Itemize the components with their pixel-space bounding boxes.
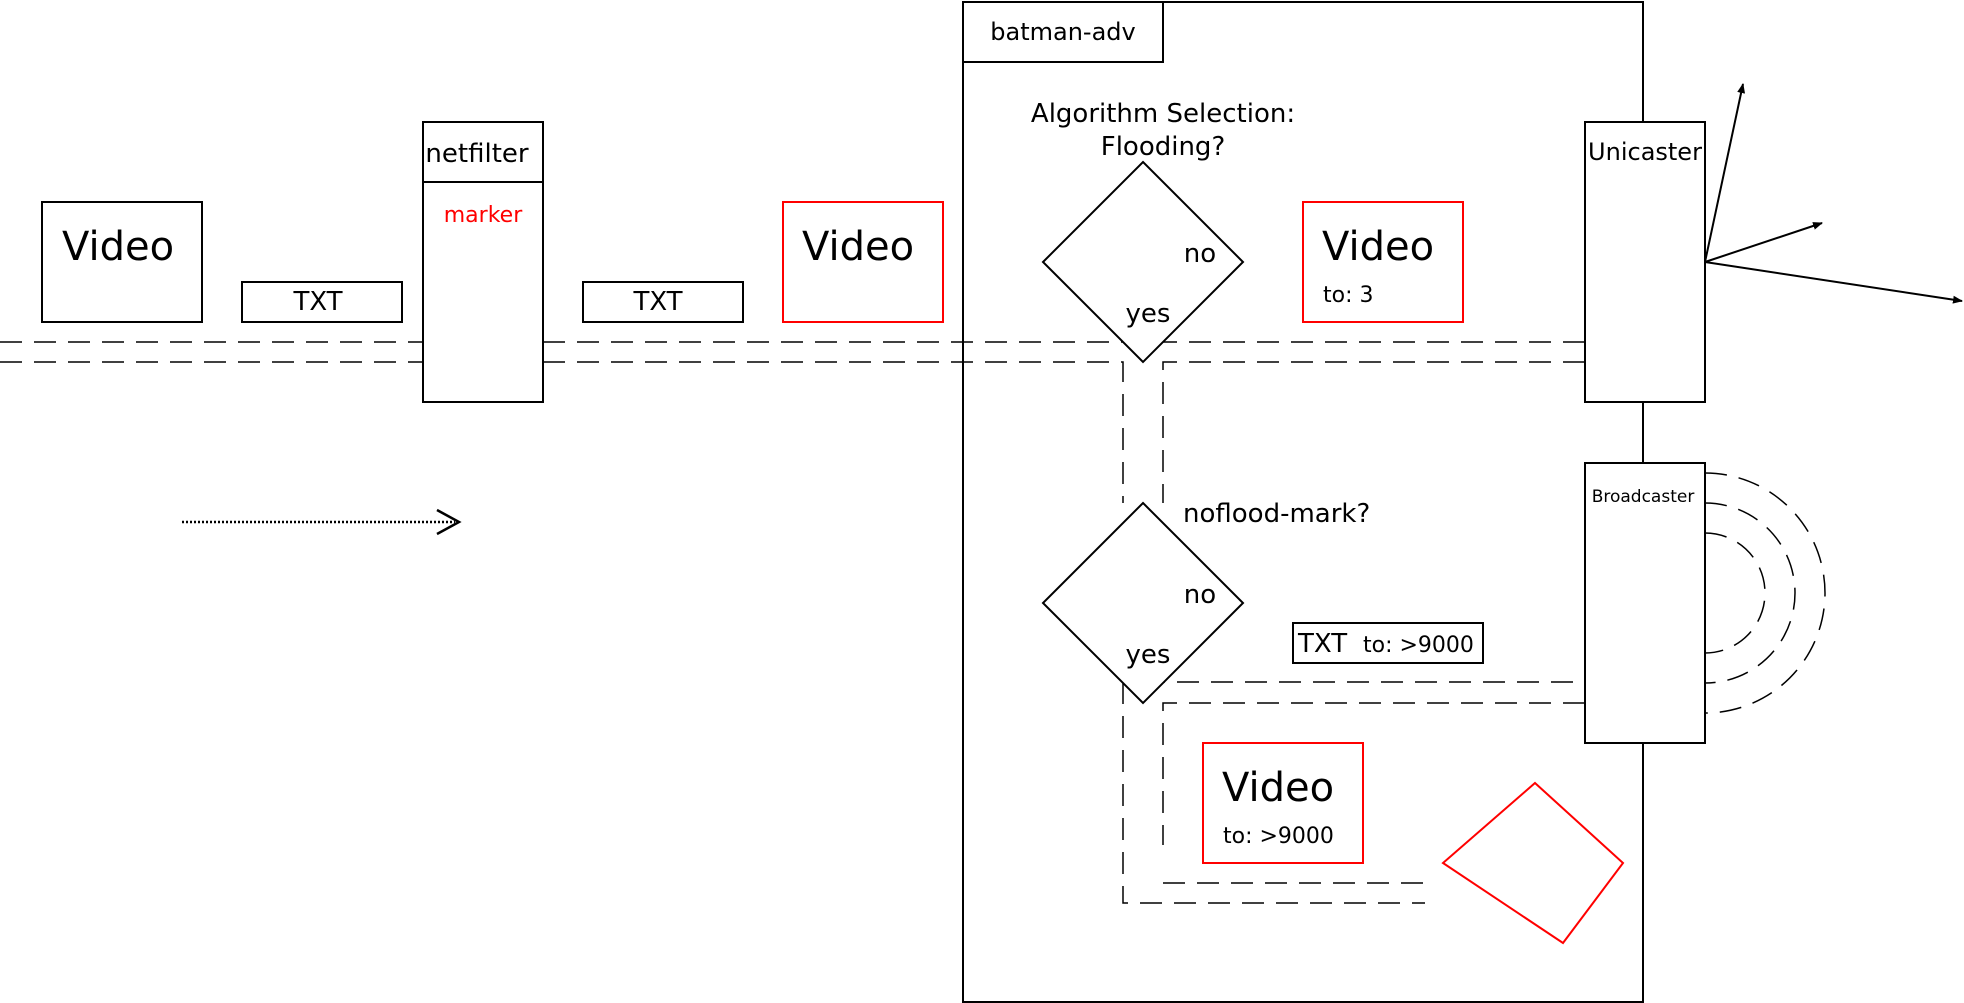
video-label: Video (1322, 224, 1434, 270)
decision-flooding: Algorithm Selection: Flooding? no yes (1031, 99, 1295, 364)
netfilter-label: netfilter (425, 139, 528, 169)
decision-noflood-mark: noflood-mark? no yes (1041, 499, 1370, 705)
video-packet-left: Video (41, 201, 203, 323)
destination-label: to: >9000 (1363, 633, 1474, 658)
batman-adv-title: batman-adv (990, 18, 1135, 46)
decision-question-line2: Flooding? (1101, 132, 1226, 162)
decision-question-line1: Algorithm Selection: (1031, 99, 1295, 129)
no-label: no (1184, 580, 1216, 610)
video-label: Video (802, 224, 914, 270)
netfilter-box: netfilter marker (422, 121, 544, 403)
broadcaster-box: Broadcaster (1584, 462, 1706, 744)
decision-diamond (1041, 501, 1245, 705)
decision-question: noflood-mark? (1183, 499, 1370, 529)
flow-direction-arrow (182, 508, 462, 536)
batman-adv-box: batman-adv (962, 1, 1644, 1003)
broadcaster-label: Broadcaster (1592, 487, 1695, 507)
yes-label: yes (1126, 640, 1171, 670)
yes-label: yes (1126, 299, 1171, 329)
destination-label: to: >9000 (1223, 824, 1334, 849)
packet-path-lines (0, 341, 1585, 904)
marker-label: marker (444, 203, 523, 228)
no-label: no (1184, 239, 1216, 269)
decision-diamond (1041, 160, 1245, 364)
txt-packet-left: TXT (241, 281, 403, 323)
broadcast-waves (1704, 472, 1826, 714)
video-label: Video (62, 224, 174, 270)
txt-label: TXT (292, 287, 342, 317)
video-label: Video (1222, 765, 1334, 811)
batman-adv-tab (962, 1, 1164, 63)
txt-label: TXT (1297, 629, 1347, 659)
unicaster-box: Unicaster (1584, 121, 1706, 403)
unicaster-label: Unicaster (1588, 138, 1702, 166)
txt-label: TXT (632, 287, 682, 317)
txt-packet-mid: TXT (582, 281, 744, 323)
destination-label: to: 3 (1323, 283, 1374, 308)
unicast-arrows (1704, 83, 1963, 304)
txt-packet-broadcast: TXT to: >9000 (1292, 622, 1484, 664)
video-packet-mid-marked: Video (782, 201, 944, 323)
video-packet-dropped: Video to: >9000 (1202, 742, 1364, 864)
video-packet-unicast: Video to: 3 (1302, 201, 1464, 323)
dropped-packet-shape (1441, 781, 1625, 945)
